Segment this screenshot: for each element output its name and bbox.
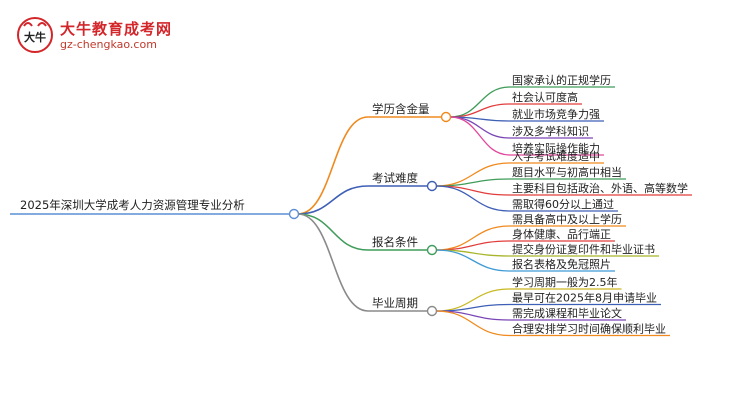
leaf-label: 涉及多学科知识 xyxy=(512,124,589,138)
leaf-label: 需取得60分以上通过 xyxy=(512,198,614,211)
leaf-label: 报名表格及免冠照片 xyxy=(512,257,611,271)
leaf-label: 学习周期一般为2.5年 xyxy=(512,275,618,289)
mind-map-links xyxy=(10,86,692,337)
leaf-label: 题目水平与初高中相当 xyxy=(512,165,622,179)
branch-collapse-toggle[interactable] xyxy=(426,244,438,256)
leaf-link xyxy=(449,103,511,118)
logo-mark-text: 大牛 xyxy=(24,30,46,44)
leaf-label: 入学考试难度适中 xyxy=(512,149,600,163)
leaf-label: 提交身份证复印件和毕业证书 xyxy=(512,242,655,256)
branch-label: 报名条件 xyxy=(372,235,418,249)
leaf-link xyxy=(449,86,511,118)
leaf-link xyxy=(435,249,511,272)
branch-label: 考试难度 xyxy=(372,171,418,185)
bull-logo-icon: 大牛 xyxy=(17,17,53,53)
branch-link xyxy=(297,213,369,312)
leaf-label: 社会认可度高 xyxy=(512,90,578,104)
branch-label: 毕业周期 xyxy=(372,296,418,310)
site-logo[interactable]: 大牛 大牛教育成考网 gz-chengkao.com xyxy=(16,14,206,58)
leaf-label: 需完成课程和毕业论文 xyxy=(512,306,622,320)
branch-collapse-toggle[interactable] xyxy=(440,111,452,123)
branch-collapse-toggle[interactable] xyxy=(426,180,438,192)
leaf-label: 需具备高中及以上学历 xyxy=(512,212,622,226)
branch-label: 学历含金量 xyxy=(372,102,430,116)
leaf-label: 身体健康、品行端正 xyxy=(512,227,611,241)
branch-link xyxy=(297,213,369,251)
leaf-label: 最早可在2025年8月申请毕业 xyxy=(512,291,657,305)
logo-title: 大牛教育成考网 xyxy=(60,20,173,38)
leaf-link xyxy=(435,185,511,212)
leaf-link xyxy=(435,225,511,251)
leaf-label: 就业市场竞争力强 xyxy=(512,107,600,121)
leaf-link xyxy=(435,310,511,337)
leaf-label: 主要科目包括政治、外语、高等数学 xyxy=(512,181,688,195)
leaf-link xyxy=(449,116,511,156)
logo-url[interactable]: gz-chengkao.com xyxy=(60,38,157,51)
branch-collapse-toggle[interactable] xyxy=(426,305,438,317)
branch-link xyxy=(297,116,369,215)
leaf-label: 国家承认的正规学历 xyxy=(512,73,611,87)
root-label: 2025年深圳大学成考人力资源管理专业分析 xyxy=(20,198,245,212)
leaf-label: 培养实际操作能力 xyxy=(512,141,600,155)
mind-map-nodes: 2025年深圳大学成考人力资源管理专业分析 学历含金量 国家承认的正规学历社会认可度… xyxy=(20,73,688,336)
leaf-label: 合理安排学习时间确保顺利毕业 xyxy=(512,322,666,336)
leaf-link xyxy=(449,116,511,139)
branch-link xyxy=(297,185,369,215)
root-collapse-toggle[interactable] xyxy=(288,208,300,220)
